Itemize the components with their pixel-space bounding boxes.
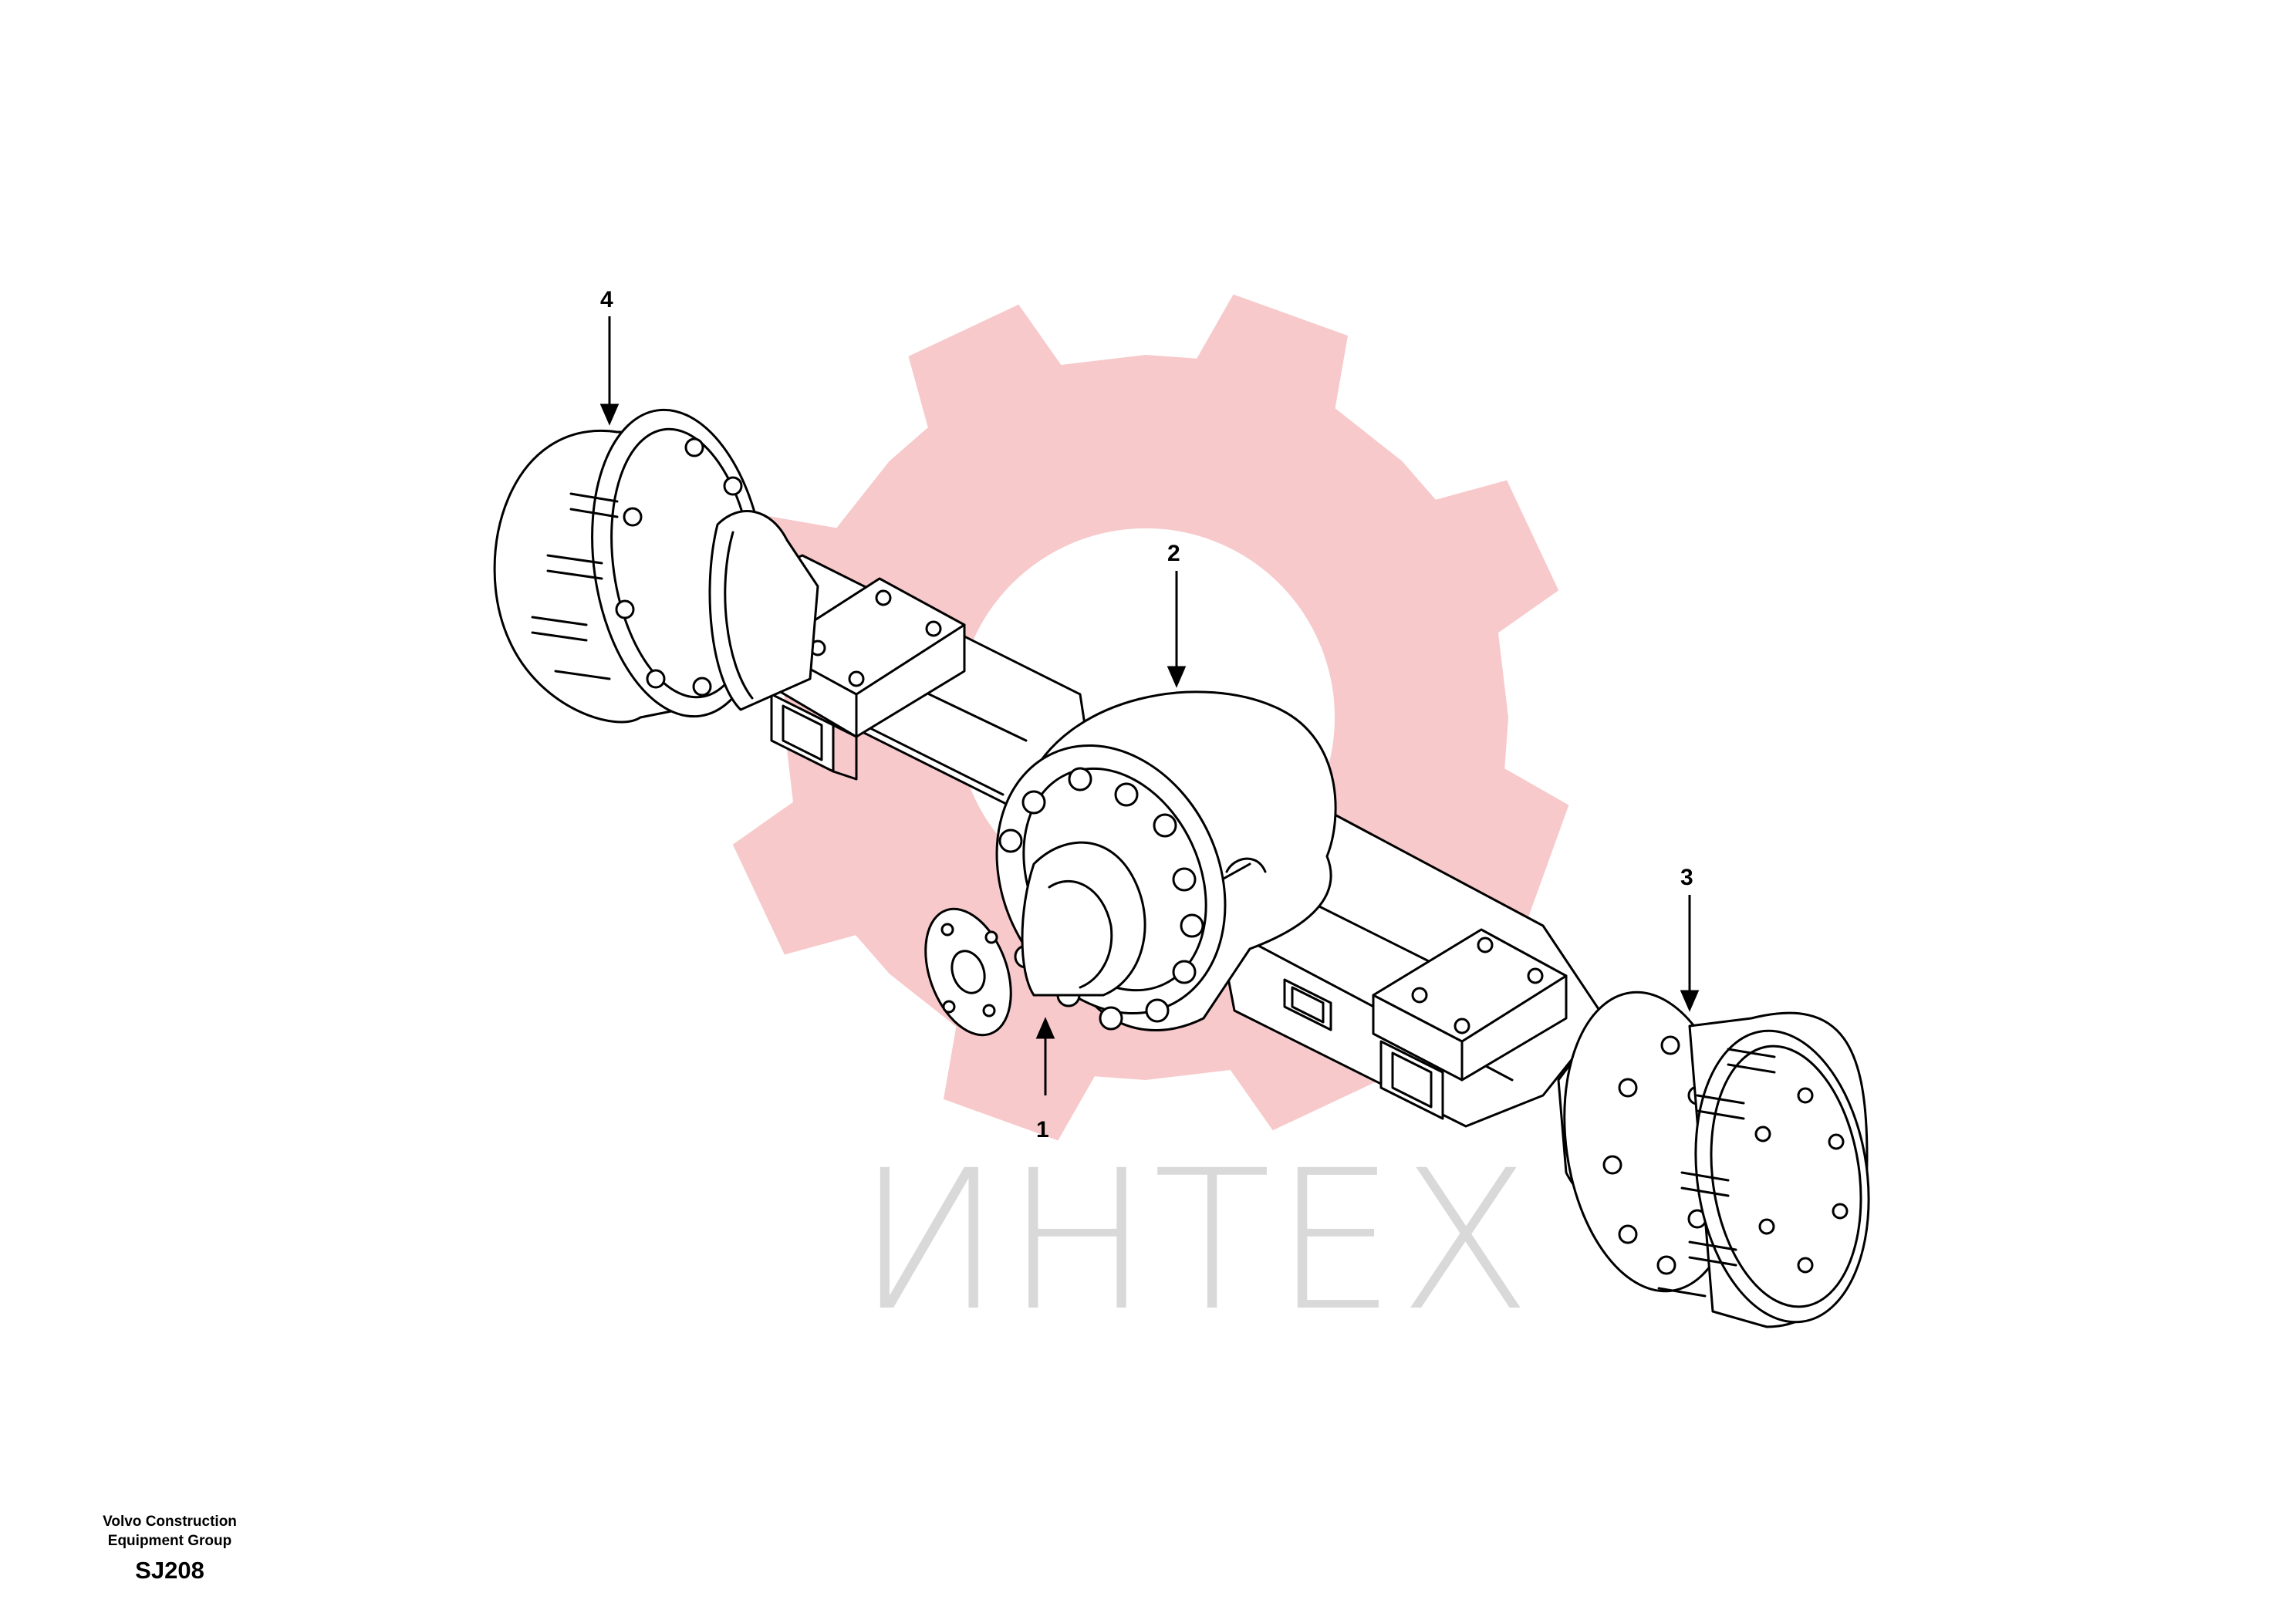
footer: Volvo Construction Equipment Group SJ208 (46, 1512, 293, 1585)
diagram-code: SJ208 (135, 1557, 204, 1584)
company-name-line2: Equipment Group (107, 1533, 232, 1549)
axle-drawing: 1 2 3 4 (493, 287, 1870, 1328)
callout-label-3: 3 (1680, 865, 1693, 890)
watermark-text: ИНТЕХ (856, 1129, 1535, 1353)
flange-bolts (998, 767, 1204, 1031)
left-wheel-hub (493, 408, 819, 724)
callout-arrows (599, 316, 1700, 1095)
company-name-line1: Volvo Construction (103, 1514, 237, 1530)
callout-label-4: 4 (600, 287, 613, 312)
callout-label-2: 2 (1167, 541, 1180, 566)
right-wheel-hub (1557, 991, 1870, 1328)
callout-label-1: 1 (1036, 1117, 1049, 1142)
